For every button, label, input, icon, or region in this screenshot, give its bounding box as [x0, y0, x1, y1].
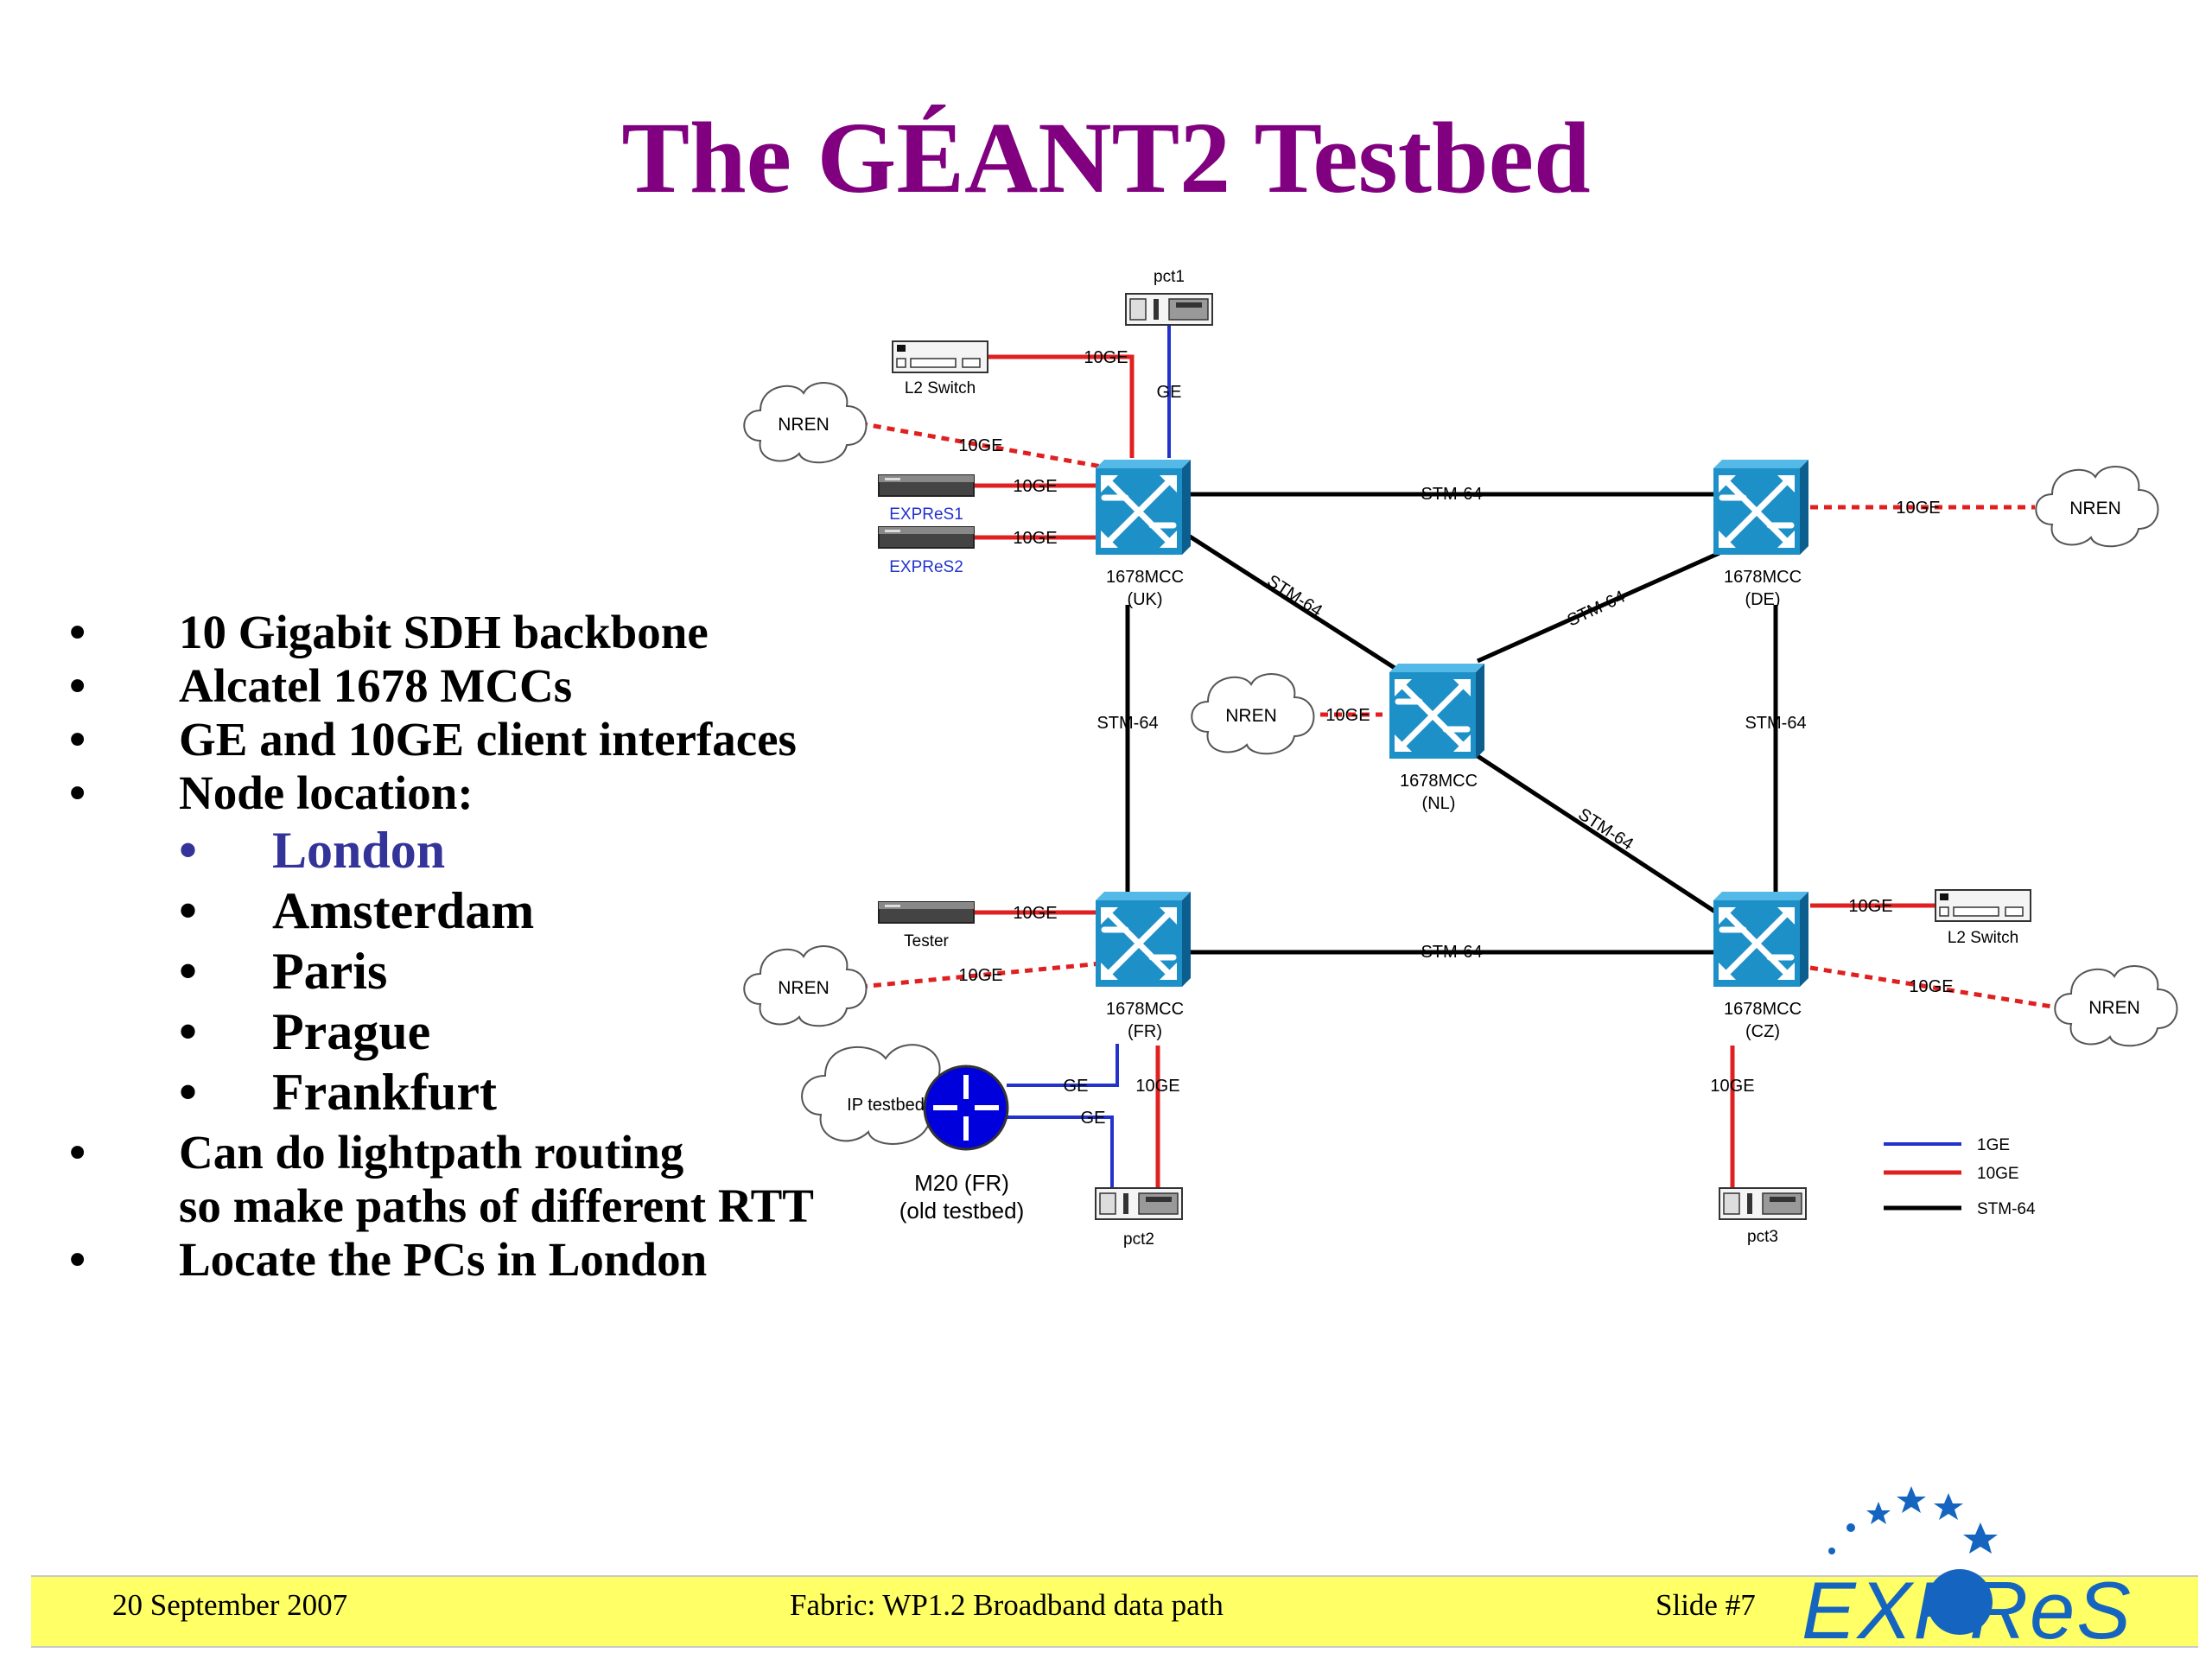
label-stm64-uk-nl: STM-64 [1263, 571, 1325, 620]
label-10ge: 10GE [1909, 977, 1953, 996]
label-stm64-fr-cz: STM-64 [1421, 943, 1482, 962]
label-ge: GE [1157, 383, 1182, 402]
switch-cz: 1678MCC (CZ) [1713, 892, 1808, 1041]
svg-text:NREN: NREN [2088, 998, 2140, 1018]
link-l2switch-uk [985, 354, 1135, 458]
expres2-server: EXPReS2 [878, 526, 975, 576]
switch-uk: 1678MCC (UK) [1096, 460, 1191, 609]
pc-pct2: pct2 [1095, 1187, 1183, 1249]
footer-subject: Fabric: WP1.2 Broadband data path [790, 1588, 1224, 1622]
label-10ge: 10GE [1013, 904, 1057, 923]
stm64-links [1125, 492, 1778, 955]
label-ge: GE [1081, 1109, 1106, 1128]
switch-fr: 1678MCC (FR) [1096, 892, 1191, 1041]
svg-text:pct2: pct2 [1123, 1230, 1154, 1249]
svg-text:Tester: Tester [904, 932, 949, 950]
legend-10ge-label: 10GE [1977, 1165, 2019, 1183]
svg-text:1678MCC: 1678MCC [1106, 568, 1184, 587]
link-nl-cz [1476, 753, 1730, 923]
svg-text:NREN: NREN [1225, 706, 1277, 726]
tester-device: Tester [878, 901, 975, 950]
switch-nl: 1678MCC (NL) [1389, 664, 1484, 813]
label-10ge: 10GE [1710, 1077, 1754, 1096]
l2-switch-cz: L2 Switch [1935, 889, 2031, 947]
nren-cloud-uk: NREN [743, 382, 868, 464]
svg-text:1678MCC: 1678MCC [1724, 1000, 1802, 1019]
label-stm64-nl-cz: STM-64 [1574, 804, 1637, 854]
10ge-solid-links [972, 354, 1936, 1188]
pc-pct3: pct3 [1719, 1187, 1807, 1246]
nren-cloud-fr: NREN [743, 945, 868, 1027]
svg-text:pct1: pct1 [1154, 268, 1185, 286]
label-stm64-de-cz: STM-64 [1745, 714, 1806, 733]
svg-text:1678MCC: 1678MCC [1724, 568, 1802, 587]
svg-text:NREN: NREN [778, 415, 830, 435]
nren-cloud-de: NREN [2035, 466, 2159, 548]
svg-text:(NL): (NL) [1422, 794, 1456, 813]
nren-cloud-cz: NREN [2054, 965, 2178, 1047]
expres1-server: EXPReS1 [878, 474, 975, 524]
l2-switch-uk: L2 Switch [892, 340, 988, 397]
link-uk-nl [1173, 524, 1406, 677]
link-nl-de [1476, 550, 1721, 664]
legend-stm64-label: STM-64 [1977, 1200, 2036, 1218]
label-stm64-uk-fr: STM-64 [1096, 714, 1158, 733]
logo-stars-icon [1828, 1486, 1998, 1554]
label-10ge: 10GE [1084, 348, 1128, 367]
svg-text:NREN: NREN [2069, 499, 2121, 518]
svg-text:(DE): (DE) [1745, 590, 1780, 609]
ge-links [1007, 324, 1171, 1188]
switch-de: 1678MCC (DE) [1713, 460, 1808, 609]
nren-cloud-nl: NREN [1191, 673, 1315, 755]
label-10ge: 10GE [1135, 1077, 1179, 1096]
label-10ge: 10GE [1325, 706, 1370, 725]
label-10ge: 10GE [1013, 529, 1057, 548]
label-stm64-nl-de: STM-64 [1565, 588, 1629, 631]
svg-text:L2 Switch: L2 Switch [905, 379, 976, 397]
svg-text:EXPReS2: EXPReS2 [889, 558, 963, 576]
svg-text:IP testbed: IP testbed [847, 1096, 925, 1115]
footer-slide-number: Slide #7 [1656, 1588, 1756, 1622]
label-10ge: 10GE [958, 436, 1002, 455]
svg-text:L2 Switch: L2 Switch [1948, 929, 2018, 947]
svg-text:1678MCC: 1678MCC [1106, 1000, 1184, 1019]
ip-testbed-cloud: IP testbed [801, 1044, 957, 1145]
svg-text:NREN: NREN [778, 978, 830, 998]
label-10ge: 10GE [1896, 499, 1940, 518]
logo-globe-icon [1927, 1569, 1993, 1635]
svg-text:(FR): (FR) [1128, 1022, 1162, 1041]
svg-text:(old testbed): (old testbed) [899, 1198, 1025, 1224]
m20-router: M20 (FR) (old testbed) [899, 1065, 1025, 1224]
label-10ge: 10GE [958, 966, 1002, 985]
label-10ge: 10GE [1848, 897, 1892, 916]
label-stm64-uk-de: STM-64 [1421, 485, 1482, 504]
svg-text:(CZ): (CZ) [1745, 1022, 1780, 1041]
slide-title: The GÉANT2 Testbed [621, 101, 1591, 214]
legend-1ge-label: 1GE [1977, 1136, 2010, 1154]
expres-logo [1828, 1486, 1998, 1635]
legend: 1GE 10GE STM-64 [1884, 1136, 2036, 1218]
label-ge: GE [1064, 1077, 1089, 1096]
svg-text:1678MCC: 1678MCC [1400, 772, 1478, 791]
label-10ge: 10GE [1013, 477, 1057, 496]
svg-text:EXPReS1: EXPReS1 [889, 505, 963, 524]
logo-text: EXPReS [1802, 1565, 2133, 1656]
svg-text:(UK): (UK) [1127, 590, 1162, 609]
footer-bar [31, 1575, 2198, 1648]
svg-text:M20 (FR): M20 (FR) [914, 1170, 1009, 1196]
footer-date: 20 September 2007 [112, 1588, 348, 1622]
svg-text:pct3: pct3 [1747, 1228, 1778, 1246]
10ge-nren-links [859, 421, 2053, 1009]
pc-pct1: pct1 [1125, 268, 1213, 326]
